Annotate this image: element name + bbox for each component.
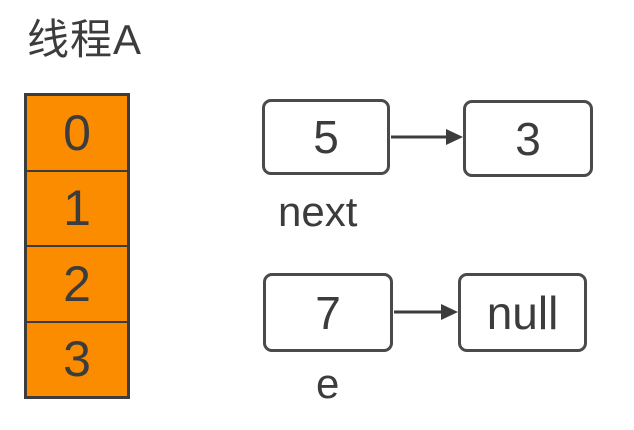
array-cell-0: 0 <box>27 96 127 172</box>
node-value-5: 5 <box>262 99 390 175</box>
thread-title: 线程A <box>27 16 143 63</box>
array-cell-2: 2 <box>27 247 127 323</box>
pointer-label-e: e <box>316 360 340 407</box>
node-value-null: null <box>458 273 587 352</box>
hash-bucket-array: 0 1 2 3 <box>24 93 130 399</box>
pointer-label-next: next <box>278 188 358 235</box>
array-cell-3: 3 <box>27 322 127 396</box>
arrow-e-icon <box>394 304 458 320</box>
node-value-7: 7 <box>263 273 393 352</box>
node-value-3: 3 <box>463 100 593 177</box>
array-cell-1: 1 <box>27 171 127 247</box>
arrow-next-icon <box>391 129 463 145</box>
